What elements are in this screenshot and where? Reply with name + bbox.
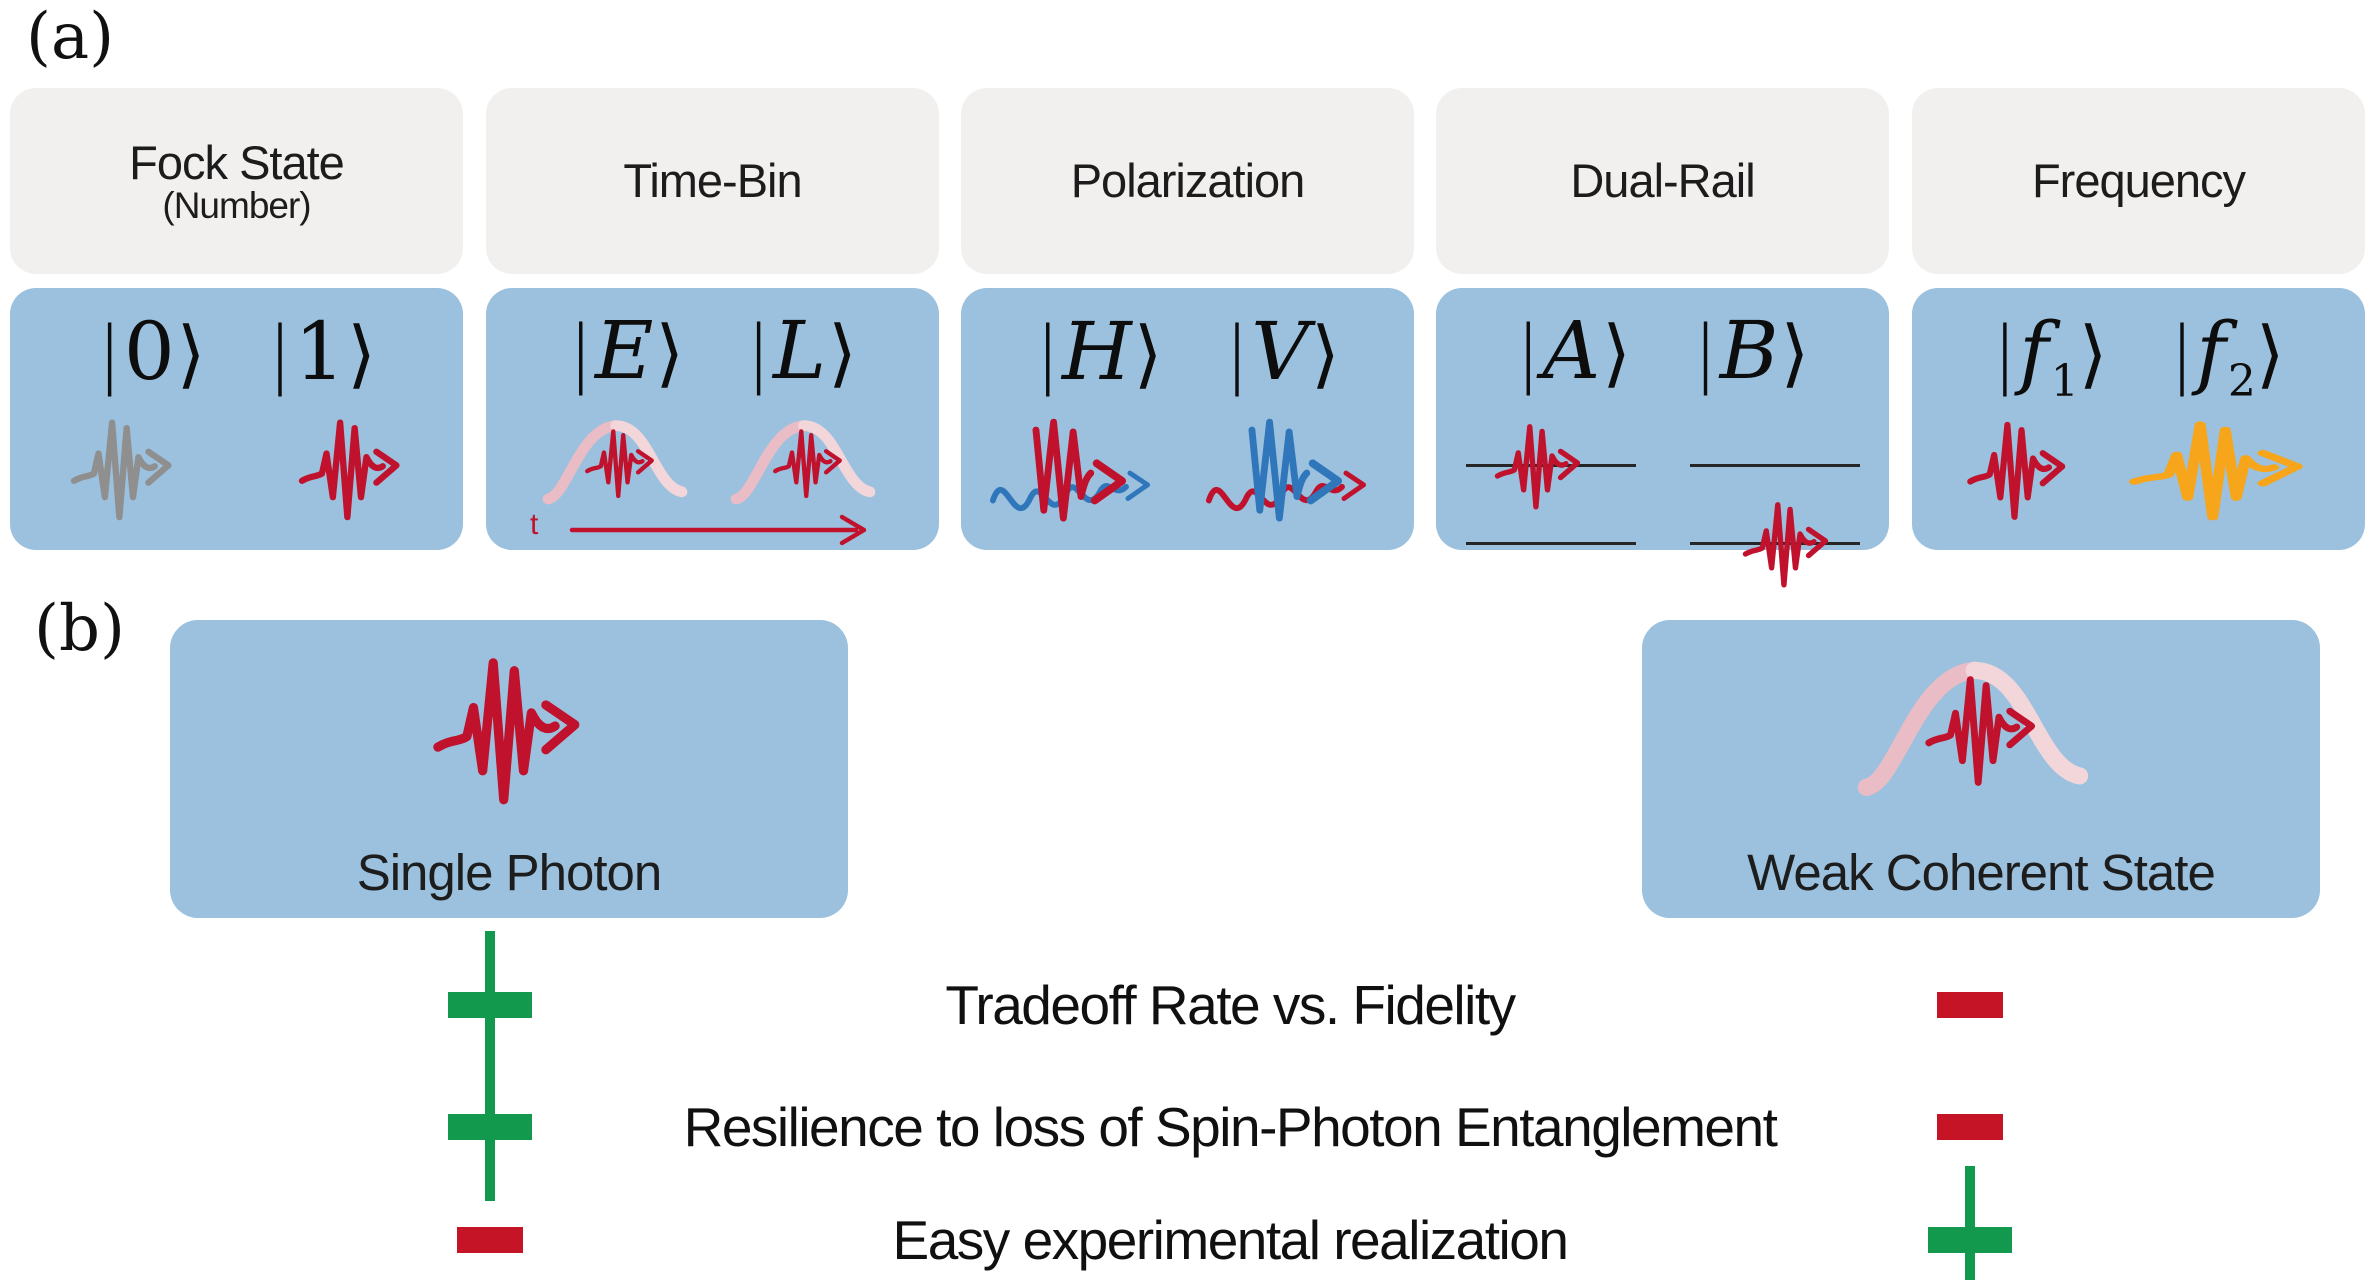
gaussian-envelope-photon-icon <box>722 404 894 512</box>
comparison-row-loss-resilience: Resilience to loss of Spin-Photon Entang… <box>420 1052 2040 1202</box>
ket-f2: |f2⟩ <box>2169 305 2285 407</box>
ket-late: |L⟩ <box>746 304 857 397</box>
ket-f1: |f1⟩ <box>1992 305 2108 407</box>
crossed-waves-red-front-icon <box>987 408 1173 546</box>
column-title: Fock State <box>129 135 345 189</box>
comparison-text: Resilience to loss of Spin-Photon Entang… <box>683 1096 1778 1158</box>
polarization-kets: |H⟩ |V⟩ <box>1035 304 1340 408</box>
frequency-box: |f1⟩ |f2⟩ <box>1912 288 2365 550</box>
photon-wavepacket-red-icon <box>1491 416 1587 516</box>
photon-wavepacket-red-icon <box>1965 412 2071 528</box>
comparison-row-experimental-ease: Easy experimental realization <box>420 1165 2040 1280</box>
time-bin-kets: |E⟩ |L⟩ <box>568 304 857 406</box>
ket-rail-a: |A⟩ <box>1515 304 1631 397</box>
comparison-text: Easy experimental realization <box>892 1209 1569 1271</box>
photon-on-top-rail-icon <box>1461 408 1641 568</box>
single-photon-label: Single Photon <box>356 844 663 901</box>
time-axis-label: t <box>530 508 539 541</box>
minus-icon <box>1937 1114 2003 1140</box>
dual-rail-kets: |A⟩ |B⟩ <box>1516 304 1810 406</box>
crossed-waves-blue-front-icon <box>1203 408 1389 546</box>
plus-icon <box>448 931 532 1079</box>
frequency-kets: |f1⟩ |f2⟩ <box>1992 304 2284 408</box>
rail-line <box>1465 542 1636 545</box>
dual-rail-box: |A⟩ |B⟩ <box>1436 288 1889 550</box>
frequency-icons <box>1965 412 2313 528</box>
time-axis-arrow-icon <box>564 512 874 548</box>
polarization-icons <box>987 408 1389 546</box>
ket-0: |0⟩ <box>97 305 206 398</box>
comparison-text: Tradeoff Rate vs. Fidelity <box>945 974 1516 1036</box>
fock-state-box: |0⟩ |1⟩ <box>10 288 463 550</box>
fock-icons <box>68 410 406 528</box>
rail-line <box>1689 464 1860 467</box>
gaussian-envelope-photon-icon <box>534 404 706 512</box>
photon-wavepacket-gray-icon <box>68 410 178 528</box>
ket-early: |E⟩ <box>568 304 685 397</box>
photon-wavepacket-red-icon <box>296 410 406 528</box>
fock-state-header: Fock State (Number) <box>10 88 463 274</box>
column-title: Time-Bin <box>623 154 802 208</box>
column-title: Frequency <box>2031 154 2246 208</box>
weak-coherent-state-box: Weak Coherent State <box>1642 620 2320 918</box>
time-bin-icons: t <box>486 406 939 550</box>
plus-icon <box>1928 1166 2012 1280</box>
gaussian-envelope-photon-icon <box>1831 636 2131 808</box>
single-photon-rating <box>420 1053 560 1201</box>
minus-icon <box>457 1227 523 1253</box>
photon-on-bottom-rail-icon <box>1685 408 1865 568</box>
panel-b-label: (b) <box>34 592 125 666</box>
single-photon-box: Single Photon <box>170 620 848 918</box>
photon-wavepacket-orange-wide-icon <box>2125 412 2313 528</box>
fock-kets: |0⟩ |1⟩ <box>97 304 376 408</box>
column-subtitle: (Number) <box>162 185 311 227</box>
single-photon-rating <box>420 931 560 1079</box>
time-bin-box: |E⟩ |L⟩ t <box>486 288 939 550</box>
comparison-row-rate-fidelity: Tradeoff Rate vs. Fidelity <box>420 930 2040 1080</box>
single-photon-rating <box>420 1227 560 1253</box>
column-title: Dual-Rail <box>1570 154 1755 208</box>
weak-coherent-rating <box>1900 1114 2040 1140</box>
weak-coherent-rating <box>1900 992 2040 1018</box>
ket-1: |1⟩ <box>267 305 376 398</box>
weak-coherent-state-label: Weak Coherent State <box>1747 844 2216 901</box>
weak-coherent-rating <box>1900 1166 2040 1280</box>
panel-a-label: (a) <box>26 0 115 74</box>
frequency-header: Frequency <box>1912 88 2365 274</box>
polarization-header: Polarization <box>961 88 1414 274</box>
minus-icon <box>1937 992 2003 1018</box>
ket-horizontal: |H⟩ <box>1035 305 1163 398</box>
ket-vertical: |V⟩ <box>1224 305 1340 398</box>
dual-rail-icons <box>1461 408 1865 568</box>
ket-rail-b: |B⟩ <box>1692 304 1810 397</box>
photon-wavepacket-red-icon <box>430 640 588 820</box>
dual-rail-header: Dual-Rail <box>1436 88 1889 274</box>
photon-wavepacket-red-icon <box>1739 494 1835 594</box>
column-title: Polarization <box>1070 154 1306 208</box>
polarization-box: |H⟩ |V⟩ <box>961 288 1414 550</box>
plus-icon <box>448 1053 532 1201</box>
time-bin-header: Time-Bin <box>486 88 939 274</box>
